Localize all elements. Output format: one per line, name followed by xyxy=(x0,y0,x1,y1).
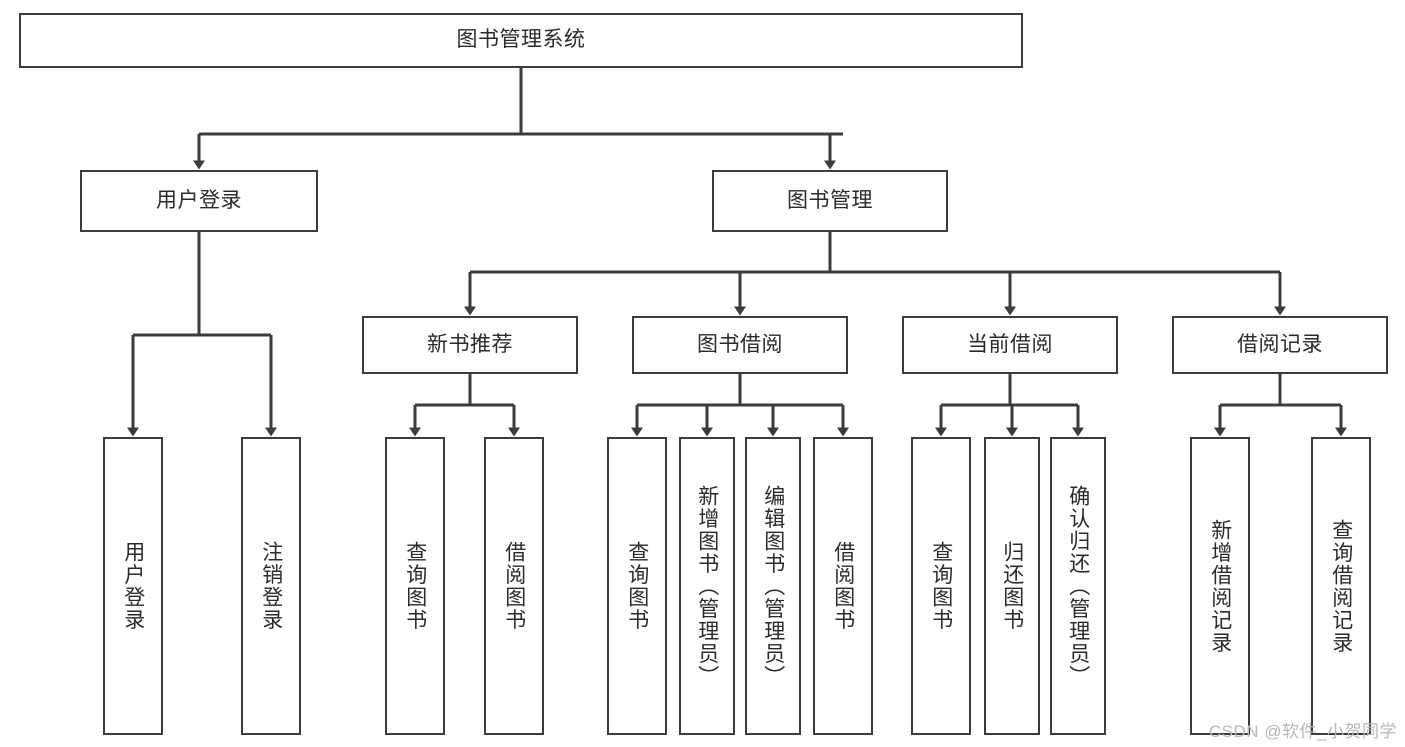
node-leaf-query-book-2-label: 查询图书 xyxy=(625,541,649,631)
node-leaf-return-book[interactable]: 归还图书 xyxy=(984,437,1040,735)
node-leaf-query-book-1-label: 查询图书 xyxy=(403,541,427,631)
csdn-watermark: CSDN @软件_小贺同学 xyxy=(1208,722,1397,741)
node-leaf-edit-book-label: 编辑图书（管理员） xyxy=(761,484,785,688)
node-current-borrow-label: 当前借阅 xyxy=(967,332,1053,356)
node-book-borrow[interactable]: 图书借阅 xyxy=(632,316,848,374)
node-leaf-add-borrow-record-label: 新增借阅记录 xyxy=(1208,518,1232,654)
node-new-book-recommend[interactable]: 新书推荐 xyxy=(362,316,578,374)
node-leaf-confirm-return[interactable]: 确认归还（管理员） xyxy=(1050,437,1106,735)
node-root-label: 图书管理系统 xyxy=(456,28,586,52)
node-borrow-record[interactable]: 借阅记录 xyxy=(1172,316,1388,374)
node-leaf-query-book-2[interactable]: 查询图书 xyxy=(607,437,667,735)
node-leaf-return-book-label: 归还图书 xyxy=(1000,541,1024,631)
node-leaf-add-book-label: 新增图书（管理员） xyxy=(695,484,719,688)
node-current-borrow[interactable]: 当前借阅 xyxy=(902,316,1118,374)
node-leaf-confirm-return-label: 确认归还（管理员） xyxy=(1066,484,1090,688)
node-leaf-query-book-3-label: 查询图书 xyxy=(929,541,953,631)
node-leaf-add-book[interactable]: 新增图书（管理员） xyxy=(679,437,735,735)
node-leaf-user-login-label: 用户登录 xyxy=(121,541,145,631)
node-root[interactable]: 图书管理系统 xyxy=(19,13,1023,68)
node-leaf-query-borrow-record[interactable]: 查询借阅记录 xyxy=(1311,437,1371,735)
node-user-login[interactable]: 用户登录 xyxy=(80,170,318,232)
node-book-manage-label: 图书管理 xyxy=(787,188,873,212)
node-leaf-query-book-3[interactable]: 查询图书 xyxy=(911,437,971,735)
node-book-manage[interactable]: 图书管理 xyxy=(712,170,948,232)
node-leaf-logout[interactable]: 注销登录 xyxy=(241,437,301,735)
node-new-book-recommend-label: 新书推荐 xyxy=(427,332,513,356)
node-user-login-label: 用户登录 xyxy=(156,188,242,212)
node-leaf-add-borrow-record[interactable]: 新增借阅记录 xyxy=(1190,437,1250,735)
node-leaf-query-borrow-record-label: 查询借阅记录 xyxy=(1329,518,1353,654)
node-leaf-user-login[interactable]: 用户登录 xyxy=(103,437,163,735)
node-leaf-edit-book[interactable]: 编辑图书（管理员） xyxy=(745,437,801,735)
node-leaf-borrow-book-2-label: 借阅图书 xyxy=(831,541,855,631)
node-leaf-logout-label: 注销登录 xyxy=(259,541,283,631)
node-leaf-borrow-book-1[interactable]: 借阅图书 xyxy=(484,437,544,735)
node-leaf-borrow-book-1-label: 借阅图书 xyxy=(502,541,526,631)
node-book-borrow-label: 图书借阅 xyxy=(697,332,783,356)
node-leaf-borrow-book-2[interactable]: 借阅图书 xyxy=(813,437,873,735)
node-borrow-record-label: 借阅记录 xyxy=(1237,332,1323,356)
node-leaf-query-book-1[interactable]: 查询图书 xyxy=(385,437,445,735)
